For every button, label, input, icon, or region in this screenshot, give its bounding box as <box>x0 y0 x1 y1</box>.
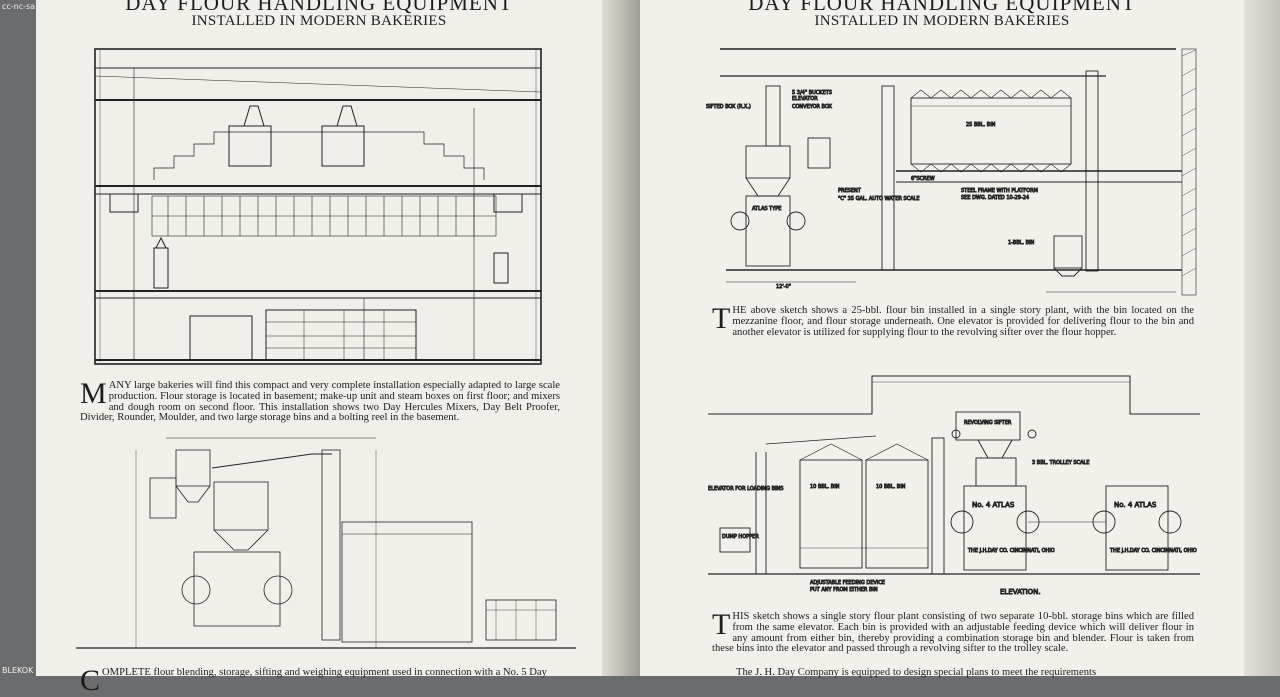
label-screw: 6"SCREW <box>911 176 935 182</box>
right-paragraph-3: The J. H. Day Company is equipped to des… <box>736 667 1097 678</box>
left-page-subtitle: INSTALLED IN MODERN BAKERIES <box>191 13 447 29</box>
label-atlas-type: ATLAS TYPE <box>752 206 781 212</box>
label-present: PRESENT <box>838 188 862 194</box>
left-page: DAY FLOUR HANDLING EQUIPMENT INSTALLED I… <box>36 0 602 696</box>
label-scale-note: "C" 35 GAL. AUTO WATER SCALE <box>838 196 920 202</box>
left-page-title: DAY FLOUR HANDLING EQUIPMENT <box>125 0 513 15</box>
label-mixer-a: No. 4 ATLAS <box>972 501 1015 509</box>
label-see-dwg: SEE DWG. DATED 10-29-24 <box>961 195 1029 201</box>
right-paragraph-1-initial: T <box>712 302 731 335</box>
right-paragraph-2: T HIS sketch shows a single story flour … <box>712 608 1194 655</box>
right-page-subtitle: INSTALLED IN MODERN BAKERIES <box>814 13 1070 29</box>
right-page-title: DAY FLOUR HANDLING EQUIPMENT <box>748 0 1136 15</box>
label-sifted-box: SIFTED BOX (R.X.) <box>706 104 751 110</box>
label-revolving-sifter: REVOLVING SIFTER <box>964 420 1012 426</box>
label-bin-b: 10 BBL. BIN <box>876 484 906 490</box>
flour-blending-elevation-drawing <box>76 430 576 655</box>
label-bin: 25 BBL. BIN <box>966 122 996 128</box>
bakery-cross-section-drawing <box>94 48 542 366</box>
label-one-bbl-bin: 1-BBL. BIN <box>1008 240 1035 246</box>
left-paragraph-1-initial: M <box>80 377 107 410</box>
label-feeding-device: ADJUSTABLE FEEDING DEVICE <box>810 580 885 586</box>
label-trolley-scale: 3 BBL. TROLLEY SCALE <box>1032 460 1089 466</box>
left-paragraph-2: C OMPLETE flour blending, storage, sifti… <box>80 664 560 697</box>
label-steel-frame: STEEL FRAME WITH PLATFORM <box>961 188 1038 194</box>
watermark-bottom: BLEKOK Boy <box>2 666 52 675</box>
right-paragraph-1-text: HE above sketch shows a 25-bbl. flour bi… <box>732 305 1194 338</box>
book-gutter <box>602 0 640 676</box>
page-edge <box>1244 0 1280 676</box>
watermark-top: cc-nc-sa <box>2 2 36 11</box>
mezzanine-bin-drawing: SIFTED BOX (R.X.) 5 3/4" BUCKETS ELEVATO… <box>706 46 1202 298</box>
right-paragraph-1: T HE above sketch shows a 25-bbl. flour … <box>712 302 1194 338</box>
label-elevation: ELEVATION. <box>1000 588 1041 596</box>
label-buckets: 5 3/4" BUCKETS <box>792 90 832 96</box>
label-mixer-b: No. 4 ATLAS <box>1114 501 1157 509</box>
label-elevator: ELEVATOR <box>792 96 818 102</box>
label-dimension: 12'-0" <box>776 284 791 290</box>
left-paragraph-1-text: ANY large bakeries will find this compac… <box>80 380 560 424</box>
left-paragraph-1: M ANY large bakeries will find this comp… <box>80 377 560 424</box>
single-story-flour-plant-drawing: ELEVATOR FOR LOADING BINS 10 BBL. BIN 10… <box>706 372 1202 600</box>
label-elevator-loading: ELEVATOR FOR LOADING BINS <box>708 486 783 492</box>
label-feeding-device-2: PUT ANY FROM EITHER BIN <box>810 587 878 593</box>
left-paragraph-2-text: OMPLETE flour blending, storage, sifting… <box>102 667 547 678</box>
label-conveyor-box: CONVEYOR BOX <box>792 104 832 110</box>
label-bin-a: 10 BBL. BIN <box>810 484 840 490</box>
left-paragraph-2-initial: C <box>80 664 101 697</box>
right-page: DAY FLOUR HANDLING EQUIPMENT INSTALLED I… <box>640 0 1244 678</box>
label-maker-a: THE J.H.DAY CO. CINCINNATI, OHIO <box>967 548 1055 554</box>
right-paragraph-2-initial: T <box>712 608 731 641</box>
label-dump-hopper: DUMP HOPPER <box>722 534 759 540</box>
label-maker-b: THE J.H.DAY CO. CINCINNATI, OHIO <box>1109 548 1197 554</box>
right-paragraph-2-text: HIS sketch shows a single story flour pl… <box>712 611 1194 655</box>
